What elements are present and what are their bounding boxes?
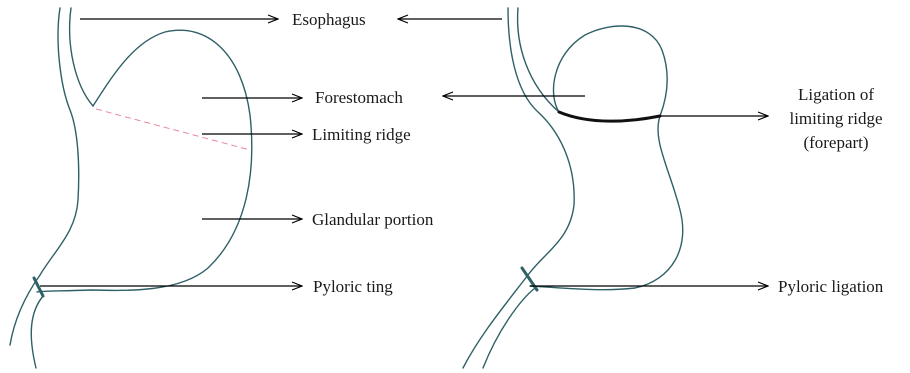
label-glandular-portion: Glandular portion: [312, 210, 434, 229]
label-esophagus: Esophagus: [292, 10, 366, 29]
left-duodenum-wall: [31, 296, 43, 368]
label-ligation-line1: Ligation of: [798, 85, 874, 104]
left-stomach: [10, 8, 252, 368]
label-forestomach: Forestomach: [315, 88, 403, 107]
label-ligation-line3: (forepart): [803, 133, 868, 152]
right-forestomach-lobe: [554, 26, 668, 116]
right-glandular-portion: [530, 116, 683, 290]
right-stomach: [463, 8, 683, 368]
label-limiting-ridge: Limiting ridge: [312, 125, 411, 144]
label-ligation-line2: limiting ridge: [789, 109, 882, 128]
label-pyloric-ting: Pyloric ting: [313, 277, 393, 296]
left-limiting-ridge-line: [96, 109, 250, 150]
left-pyloric-ring: [34, 278, 43, 296]
right-ligation-line: [559, 112, 660, 121]
annotation-arrows: [40, 19, 768, 286]
right-outer-wall: [463, 8, 574, 368]
left-stomach-body: [37, 30, 252, 292]
annotation-labels: Esophagus Forestomach Limiting ridge Gla…: [292, 10, 884, 296]
left-outer-wall: [10, 8, 79, 345]
left-esophagus-inner-wall: [70, 8, 93, 106]
label-pyloric-ligation: Pyloric ligation: [778, 277, 884, 296]
